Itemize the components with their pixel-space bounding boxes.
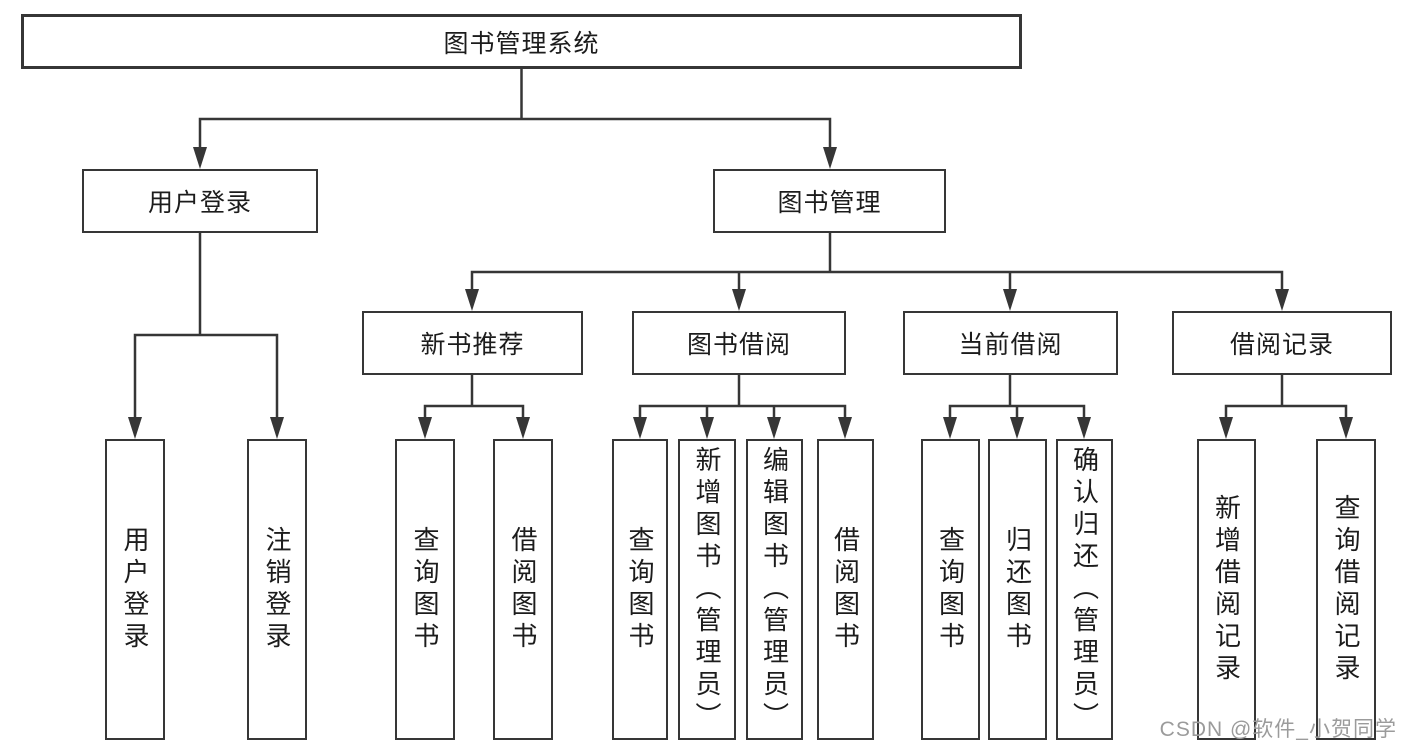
node-user-login: 用户登录 bbox=[82, 169, 318, 233]
node-label: 用户登录 bbox=[120, 525, 150, 654]
wire-bookborrow-split bbox=[638, 404, 847, 430]
arrowhead bbox=[1219, 417, 1233, 439]
node-label: 归还图书 bbox=[1002, 525, 1033, 654]
leaf-query-books-current: 查询图书 bbox=[921, 439, 980, 740]
leaf-edit-book-admin: 编辑图书（管理员） bbox=[746, 439, 803, 740]
leaf-add-book-admin: 新增图书（管理员） bbox=[678, 439, 736, 740]
node-borrow-records: 借阅记录 bbox=[1172, 311, 1392, 375]
arrowhead bbox=[1010, 417, 1024, 439]
node-book-borrow: 图书借阅 bbox=[632, 311, 846, 375]
node-label: 图书管理系统 bbox=[443, 29, 600, 58]
node-label: 新书推荐 bbox=[420, 331, 525, 359]
wire-bookmgmt-split bbox=[470, 270, 1284, 302]
node-current-borrow: 当前借阅 bbox=[903, 311, 1118, 375]
arrowhead bbox=[823, 147, 837, 169]
leaf-borrow-books-recommend: 借阅图书 bbox=[493, 439, 553, 740]
arrowhead bbox=[732, 289, 746, 311]
node-label: 查询借阅记录 bbox=[1331, 493, 1361, 686]
arrowhead bbox=[1275, 289, 1289, 311]
arrowhead bbox=[465, 289, 479, 311]
node-label: 图书管理 bbox=[777, 189, 882, 217]
leaf-query-books-recommend: 查询图书 bbox=[395, 439, 455, 740]
arrowhead bbox=[418, 417, 432, 439]
node-label: 查询图书 bbox=[410, 525, 440, 654]
node-root-library-system: 图书管理系统 bbox=[21, 14, 1022, 69]
wire-newbook-split bbox=[423, 404, 525, 430]
node-label: 注销登录 bbox=[262, 525, 292, 654]
node-label: 借阅记录 bbox=[1229, 331, 1334, 359]
arrowhead bbox=[270, 417, 284, 439]
arrowhead bbox=[943, 417, 957, 439]
arrowhead bbox=[1003, 289, 1017, 311]
leaf-query-borrow-record: 查询借阅记录 bbox=[1316, 439, 1376, 740]
arrowhead bbox=[1339, 417, 1353, 439]
wire-userlogin-split bbox=[133, 333, 279, 430]
arrowhead bbox=[193, 147, 207, 169]
leaf-add-borrow-record: 新增借阅记录 bbox=[1197, 439, 1256, 740]
node-label: 借阅图书 bbox=[830, 525, 861, 654]
node-label: 新增图书（管理员） bbox=[692, 445, 722, 734]
node-label: 编辑图书（管理员） bbox=[759, 445, 790, 734]
node-new-book-recommend: 新书推荐 bbox=[362, 311, 583, 375]
wire-borrowrecords-split bbox=[1224, 404, 1348, 430]
node-label: 查询图书 bbox=[625, 525, 655, 654]
leaf-return-book: 归还图书 bbox=[988, 439, 1047, 740]
leaf-borrow-books: 借阅图书 bbox=[817, 439, 874, 740]
leaf-user-login: 用户登录 bbox=[105, 439, 165, 740]
wire-root-split bbox=[198, 117, 832, 160]
leaf-logout: 注销登录 bbox=[247, 439, 307, 740]
node-book-management: 图书管理 bbox=[713, 169, 946, 233]
node-label: 当前借阅 bbox=[958, 331, 1063, 359]
arrowhead bbox=[516, 417, 530, 439]
node-label: 查询图书 bbox=[935, 525, 966, 654]
node-label: 借阅图书 bbox=[508, 525, 538, 654]
csdn-watermark: CSDN @软件_小贺同学 bbox=[1159, 718, 1397, 741]
arrowhead bbox=[700, 417, 714, 439]
arrowhead bbox=[838, 417, 852, 439]
arrowhead bbox=[128, 417, 142, 439]
leaf-confirm-return-admin: 确认归还（管理员） bbox=[1056, 439, 1113, 740]
arrowhead bbox=[1077, 417, 1091, 439]
arrowhead bbox=[767, 417, 781, 439]
node-label: 新增借阅记录 bbox=[1211, 493, 1242, 686]
node-label: 用户登录 bbox=[147, 189, 252, 217]
leaf-query-books-borrow: 查询图书 bbox=[612, 439, 668, 740]
node-label: 图书借阅 bbox=[686, 331, 791, 359]
node-label: 确认归还（管理员） bbox=[1069, 445, 1100, 734]
arrowhead bbox=[633, 417, 647, 439]
